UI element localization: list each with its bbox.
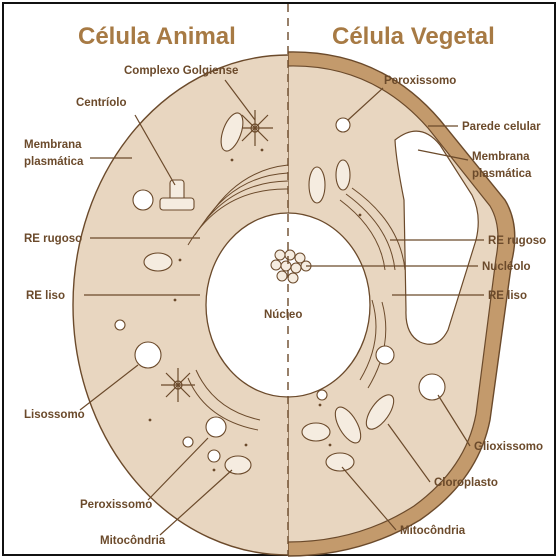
label-glioxissomo: Glioxissomo <box>474 441 543 453</box>
label-membrana-left-1: Membrana <box>24 139 82 151</box>
label-parede-celular: Parede celular <box>462 121 541 133</box>
label-membrana-right-1: Membrana <box>472 151 530 163</box>
label-re-rugoso-left: RE rugoso <box>24 233 82 245</box>
title-animal: Célula Animal <box>78 23 236 50</box>
label-nucleo: Núcleo <box>264 309 302 321</box>
label-re-liso-right: RE liso <box>488 290 527 302</box>
label-re-rugoso-right: RE rugoso <box>488 235 546 247</box>
label-membrana-right-2: plasmática <box>472 168 532 180</box>
label-lisossomo: Lisossomo <box>24 409 85 421</box>
label-peroxissomo-right: Peroxissomo <box>384 75 456 87</box>
golgi-lower <box>161 368 195 402</box>
label-cloroplasto: Cloroplasto <box>434 477 498 489</box>
label-mitocondria-right: Mitocôndria <box>400 525 466 537</box>
label-peroxissomo-left: Peroxissomo <box>80 499 152 511</box>
label-re-liso-left: RE liso <box>26 290 65 302</box>
label-mitocondria-left: Mitocôndria <box>100 535 166 547</box>
label-centriolo: Centríolo <box>76 97 126 109</box>
title-vegetal: Célula Vegetal <box>332 23 495 50</box>
label-nucleolo: Nucléolo <box>482 261 531 273</box>
label-membrana-left-2: plasmática <box>24 156 84 168</box>
label-complexo-golgiense: Complexo Golgiense <box>124 65 238 77</box>
